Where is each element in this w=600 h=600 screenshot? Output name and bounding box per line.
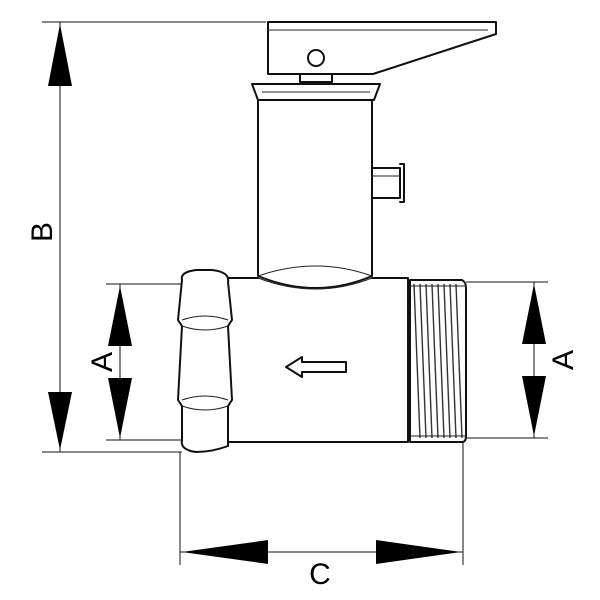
dimension-a-inlet: A bbox=[86, 283, 182, 441]
arrowhead-down bbox=[522, 376, 546, 436]
left-arrow-icon bbox=[285, 356, 347, 378]
lever-pivot-icon bbox=[307, 49, 325, 67]
dimension-a-outlet-label: A bbox=[547, 350, 580, 370]
dimension-b: B bbox=[26, 21, 266, 453]
valve-main-body bbox=[227, 277, 409, 443]
arrowhead-up bbox=[48, 24, 72, 86]
arrowhead-down bbox=[48, 392, 72, 450]
dimension-a-inlet-label: A bbox=[86, 352, 119, 372]
threaded-outlet bbox=[409, 279, 467, 443]
valve-bonnet bbox=[257, 99, 373, 289]
dimension-b-label: B bbox=[26, 222, 59, 242]
drain-nozzle bbox=[371, 163, 405, 203]
arrowhead-left bbox=[182, 540, 268, 564]
lever-handle bbox=[267, 21, 497, 83]
dimension-c-label: C bbox=[309, 558, 331, 591]
arrowhead-right bbox=[376, 540, 461, 564]
hex-nut-inlet bbox=[177, 269, 233, 453]
dimension-c: C bbox=[179, 442, 464, 591]
arrowhead-up bbox=[108, 286, 132, 346]
valve-cap bbox=[251, 83, 381, 101]
arrowhead-up bbox=[522, 284, 546, 344]
arrowhead-down bbox=[108, 378, 132, 438]
dimension-a-outlet: A bbox=[466, 281, 580, 439]
